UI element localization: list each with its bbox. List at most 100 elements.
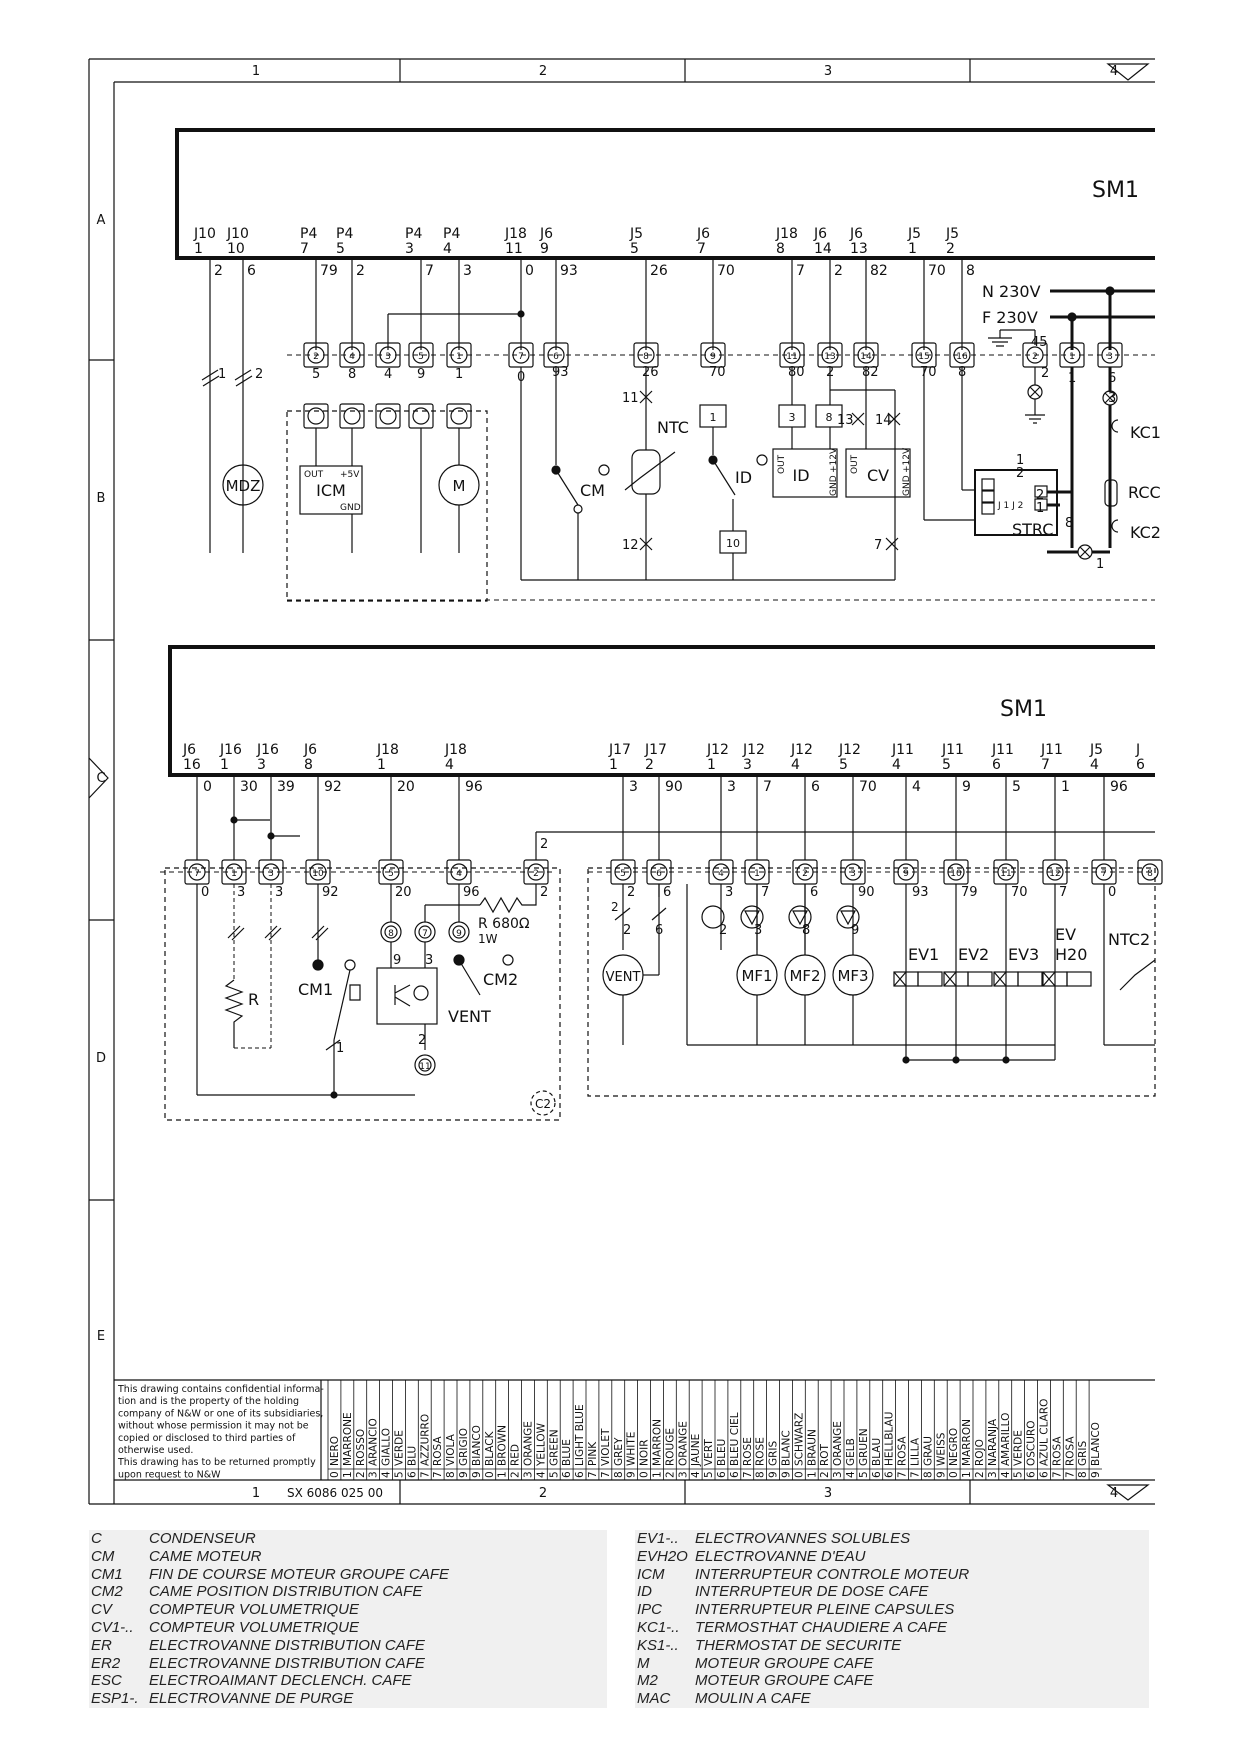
connector-pin: 5 [630, 241, 639, 257]
legend-code: ID [637, 1583, 652, 1601]
connector-pin: 4 [892, 757, 901, 773]
terminal-label: 96 [463, 885, 480, 900]
component-label: EV2 [958, 945, 989, 964]
legend-code: ER [91, 1636, 112, 1654]
connector-pin: 4 [791, 757, 800, 773]
terminal-circle [712, 863, 730, 881]
legend-desc: ELECTROAIMANT DECLENCH. CAFE [149, 1672, 412, 1690]
cable-break-mark [614, 907, 631, 921]
wire-number: 30 [240, 779, 258, 795]
color-code: 7 [419, 1471, 431, 1478]
terminal-number: 2 [533, 869, 539, 879]
wire-number: 7 [763, 779, 772, 795]
terminal-number: 2 [802, 869, 808, 879]
color-name: BLEU CIEL [729, 1412, 741, 1466]
color-code: 9 [471, 1471, 483, 1478]
round-terminal-inner [384, 925, 398, 939]
box-number: 8 [826, 411, 833, 424]
color-name: BLU [406, 1446, 418, 1466]
terminal-label: 20 [395, 885, 412, 900]
resistor-rating: 1W [478, 932, 498, 946]
component-label: EV [1055, 925, 1076, 944]
connector-name: P4 [443, 226, 460, 242]
color-code: 7 [1064, 1471, 1076, 1478]
pin-label: GND [902, 475, 912, 496]
confidential-line: copied or disclosed to third parties of [118, 1433, 296, 1444]
component-label: MF3 [837, 967, 868, 985]
terminal-number: 10 [950, 869, 962, 879]
connector-pin: 4 [445, 757, 454, 773]
color-table: 0NERO1MARRONE2ROSSO3ARANCIO4GIALLO5VERDE… [327, 1380, 1102, 1480]
color-name: NEGRO [948, 1428, 960, 1466]
cam-roller [349, 984, 361, 1001]
color-code: 6 [1026, 1471, 1038, 1478]
terminal-label: 2 [826, 365, 834, 380]
color-name: ROUGE [664, 1428, 676, 1466]
wire-label: 3 [754, 923, 762, 938]
wire-label: 8 [802, 923, 810, 938]
connector-pin: 4 [443, 241, 452, 257]
diode-terminal [836, 905, 860, 929]
color-code: 9 [781, 1471, 793, 1478]
ntc-body [631, 449, 661, 495]
strc-pin [981, 502, 995, 515]
confidential-line: otherwise used. [118, 1445, 193, 1456]
box-number: 1 [710, 411, 717, 424]
color-name: ROSE [742, 1437, 754, 1466]
wire-number: 6 [247, 263, 256, 279]
color-name: ARANCIO [368, 1418, 380, 1466]
terminal-number: 4 [718, 869, 724, 879]
wire-number: 1 [1061, 779, 1070, 795]
box-number: 10 [726, 537, 740, 550]
resistor-680 [479, 884, 537, 914]
drawing-number: SX 6086 025 00 [287, 1486, 383, 1500]
terminal-circle [748, 863, 766, 881]
connector-name: J10 [193, 226, 216, 242]
cable-break-mark [234, 369, 253, 387]
color-name: GRIGIO [458, 1428, 470, 1466]
color-name: LIGHT BLUE [574, 1404, 586, 1466]
color-code: 7 [910, 1471, 922, 1478]
switch-contact [344, 959, 356, 971]
wire-label: 1 [218, 367, 226, 382]
wire-number: 2 [356, 263, 365, 279]
diode-terminal [788, 905, 812, 929]
supply-label: F 230V [982, 308, 1038, 327]
wire-label: 2 [623, 923, 631, 938]
color-name: OSCURO [1026, 1420, 1038, 1466]
connector-name: J16 [219, 742, 242, 758]
connector-pin: 11 [505, 241, 523, 257]
diode-symbol [839, 910, 857, 926]
terminal-label: 82 [862, 365, 879, 380]
legend-code: IPC [637, 1601, 663, 1619]
terminal-label: 6 [1108, 371, 1116, 386]
legend-row: KC1-..TERMOSTHAT CHAUDIERE A CAFE [635, 1619, 1149, 1637]
pin-label: 7 [874, 538, 882, 553]
box-terminal [815, 404, 843, 428]
legend-desc: MOTEUR GROUPE CAFE [695, 1654, 874, 1672]
legend-code: ER2 [91, 1654, 121, 1672]
row-label: E [97, 1329, 105, 1344]
component-label: ID [735, 468, 752, 487]
legend-desc: ELECTROVANNE DISTRIBUTION CAFE [149, 1654, 425, 1672]
color-name: GELB [845, 1438, 857, 1466]
column-label: 4 [1110, 1486, 1118, 1501]
connector-pin: 13 [850, 241, 868, 257]
terminal-label: 8 [1065, 516, 1073, 531]
color-name: BIANCO [471, 1425, 483, 1466]
terminal-number: 2 [313, 352, 319, 362]
color-name: MARRON [961, 1419, 973, 1466]
legend-code: C [91, 1530, 102, 1547]
legend-desc: MOULIN A CAFE [695, 1690, 811, 1708]
lamp-cross [1029, 386, 1041, 398]
terminal-circle [343, 407, 361, 425]
wire-number: 3 [463, 263, 472, 279]
connector-name: J11 [991, 742, 1014, 758]
connector-pin: 14 [814, 241, 832, 257]
wire-number: 82 [870, 263, 888, 279]
ground-symbol [988, 337, 1012, 347]
